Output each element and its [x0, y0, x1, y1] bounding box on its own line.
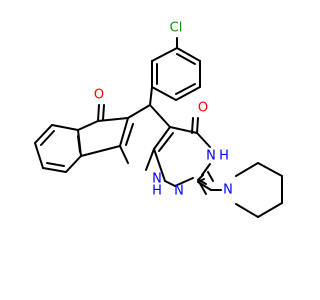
- piperidine-nitrogen: N: [223, 183, 233, 198]
- bridging-nitrogen-hydrogen: H: [152, 184, 162, 199]
- ring-nitrogen: N: [174, 184, 184, 199]
- amide-nitrogen-hydrogen: H: [219, 149, 229, 164]
- amide-nitrogen: N: [206, 149, 216, 164]
- chlorine-atom: Cl: [170, 21, 183, 36]
- amide-oxygen: O: [198, 101, 208, 116]
- molecule-structure: Cl O O N H N H N N: [34, 21, 283, 218]
- atom-labels: Cl O O N H N H N N: [94, 21, 233, 199]
- heteroatom-bonds: [164, 180, 222, 191]
- ketone-oxygen: O: [94, 88, 104, 103]
- bridging-nitrogen: N: [152, 172, 162, 187]
- bonds: [34, 37, 283, 218]
